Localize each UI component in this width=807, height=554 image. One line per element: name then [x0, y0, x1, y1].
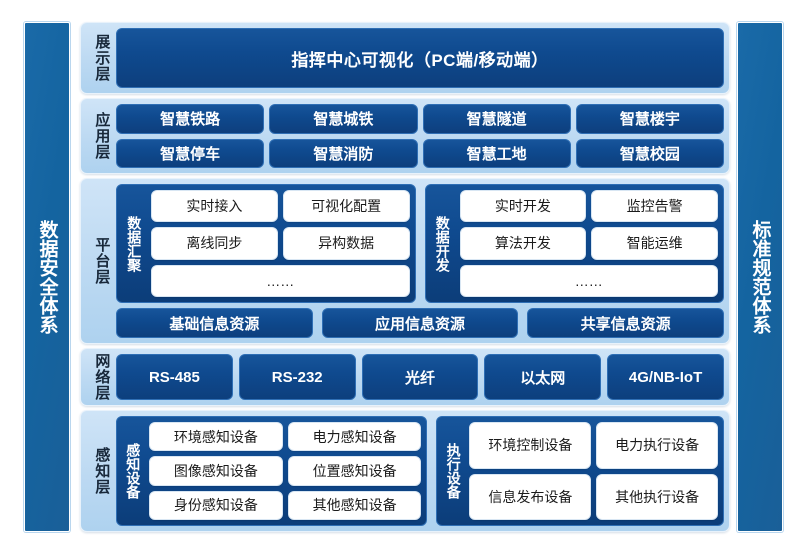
layer-label-network: 网络层 — [93, 353, 111, 401]
app-item-smart-parking[interactable]: 智慧停车 — [116, 138, 265, 168]
layer-label-display: 展示层 — [93, 34, 111, 82]
perception-cells-sensing: 环境感知设备 电力感知设备 图像感知设备 位置感知设备 身份感知设备 其他感知设… — [149, 422, 422, 520]
sensing-cell-image[interactable]: 图像感知设备 — [149, 456, 283, 486]
perception-cells-actuator: 环境控制设备 电力执行设备 信息发布设备 其他执行设备 — [469, 422, 718, 520]
perception-groups: 感知设备 环境感知设备 电力感知设备 图像感知设备 位置感知设备 身份感知设备 … — [116, 416, 724, 526]
right-pillar-standards: 标准规范体系 — [737, 22, 783, 532]
platform-resource-bars: 基础信息资源 应用信息资源 共享信息资源 — [116, 308, 725, 338]
network-item-4g-nbiot[interactable]: 4G/NB-IoT — [607, 354, 724, 400]
sensing-cell-other[interactable]: 其他感知设备 — [287, 490, 422, 520]
display-command-center-bar[interactable]: 指挥中心可视化（PC端/移动端） — [116, 28, 724, 88]
layer-body-display: 指挥中心可视化（PC端/移动端） — [116, 28, 724, 88]
left-pillar-label: 数据安全体系 — [36, 220, 58, 334]
platform-group-data-aggregation: 数据汇聚 实时接入 可视化配置 离线同步 异构数据 …… — [116, 184, 416, 303]
layer-perception: 感知层 感知设备 环境感知设备 电力感知设备 图像感知设备 位置感知设备 身份感… — [80, 410, 730, 532]
left-pillar-data-security: 数据安全体系 — [24, 22, 70, 532]
sensing-cell-location[interactable]: 位置感知设备 — [287, 456, 422, 486]
layer-platform: 平台层 数据汇聚 实时接入 可视化配置 离线同步 异构数据 …… — [80, 178, 730, 344]
perception-group-label-sensing: 感知设备 — [125, 443, 142, 499]
layer-body-application: 智慧铁路 智慧城铁 智慧隧道 智慧楼宇 智慧停车 智慧消防 智慧工地 智慧校园 — [116, 104, 724, 168]
platform-cell-realtime-ingest[interactable]: 实时接入 — [151, 190, 278, 223]
network-item-rs485[interactable]: RS-485 — [116, 354, 233, 400]
network-item-fiber[interactable]: 光纤 — [361, 354, 479, 400]
layer-network: 网络层 RS-485 RS-232 光纤 以太网 4G/NB-IoT — [80, 348, 730, 406]
sensing-cell-identity[interactable]: 身份感知设备 — [149, 490, 283, 520]
resource-bar-application-info[interactable]: 应用信息资源 — [321, 308, 519, 338]
platform-cell-more-aggregation[interactable]: …… — [151, 264, 410, 297]
platform-groups: 数据汇聚 实时接入 可视化配置 离线同步 异构数据 …… 数据开发 — [116, 184, 724, 303]
layer-application: 应用层 智慧铁路 智慧城铁 智慧隧道 智慧楼宇 智慧停车 智慧消防 智慧工地 智… — [80, 98, 730, 174]
app-item-smart-firefighting[interactable]: 智慧消防 — [269, 138, 418, 168]
app-item-smart-tunnel[interactable]: 智慧隧道 — [422, 104, 571, 134]
platform-cell-algorithm-development[interactable]: 算法开发 — [459, 227, 587, 260]
app-item-smart-railway[interactable]: 智慧铁路 — [116, 104, 265, 134]
perception-group-sensing-devices: 感知设备 环境感知设备 电力感知设备 图像感知设备 位置感知设备 身份感知设备 … — [116, 416, 428, 526]
platform-cell-offline-sync[interactable]: 离线同步 — [151, 227, 278, 260]
layer-display: 展示层 指挥中心可视化（PC端/移动端） — [80, 22, 730, 94]
perception-group-label-actuator: 执行设备 — [445, 443, 462, 499]
platform-cell-heterogeneous-data[interactable]: 异构数据 — [282, 227, 410, 260]
resource-bar-basic-info[interactable]: 基础信息资源 — [116, 308, 313, 338]
layer-body-network: RS-485 RS-232 光纤 以太网 4G/NB-IoT — [116, 354, 724, 400]
actuator-cell-other-execution[interactable]: 其他执行设备 — [596, 473, 718, 520]
network-items: RS-485 RS-232 光纤 以太网 4G/NB-IoT — [116, 354, 724, 400]
application-grid: 智慧铁路 智慧城铁 智慧隧道 智慧楼宇 智慧停车 智慧消防 智慧工地 智慧校园 — [116, 104, 724, 168]
actuator-cell-power-execution[interactable]: 电力执行设备 — [596, 422, 718, 469]
network-item-rs232[interactable]: RS-232 — [238, 354, 356, 400]
network-item-ethernet[interactable]: 以太网 — [484, 354, 602, 400]
platform-group-label-data-aggregation: 数据汇聚 — [126, 215, 143, 272]
sensing-cell-environment[interactable]: 环境感知设备 — [149, 422, 283, 452]
platform-cell-realtime-development[interactable]: 实时开发 — [459, 190, 587, 223]
layer-body-perception: 感知设备 环境感知设备 电力感知设备 图像感知设备 位置感知设备 身份感知设备 … — [116, 416, 724, 526]
layer-label-application: 应用层 — [93, 112, 111, 160]
sensing-cell-power[interactable]: 电力感知设备 — [287, 422, 422, 452]
perception-group-actuator-devices: 执行设备 环境控制设备 电力执行设备 信息发布设备 其他执行设备 — [436, 416, 724, 526]
platform-group-label-data-development: 数据开发 — [434, 215, 451, 272]
layer-stack: 展示层 指挥中心可视化（PC端/移动端） 应用层 智慧铁路 智慧城铁 智慧隧道 … — [80, 22, 730, 532]
platform-cells-data-development: 实时开发 监控告警 算法开发 智能运维 …… — [459, 190, 718, 297]
platform-cell-visual-config[interactable]: 可视化配置 — [282, 190, 410, 223]
layer-label-perception: 感知层 — [93, 447, 111, 495]
app-item-smart-building[interactable]: 智慧楼宇 — [575, 104, 724, 134]
app-item-smart-metro[interactable]: 智慧城铁 — [269, 104, 418, 134]
right-pillar-label: 标准规范体系 — [749, 220, 771, 334]
layer-label-platform: 平台层 — [93, 237, 111, 285]
platform-cell-intelligent-ops[interactable]: 智能运维 — [591, 227, 718, 260]
platform-cells-data-aggregation: 实时接入 可视化配置 离线同步 异构数据 …… — [151, 190, 410, 297]
actuator-cell-info-release[interactable]: 信息发布设备 — [469, 473, 592, 520]
resource-bar-shared-info[interactable]: 共享信息资源 — [527, 308, 725, 338]
app-item-smart-construction[interactable]: 智慧工地 — [422, 138, 571, 168]
platform-cell-more-development[interactable]: …… — [459, 264, 718, 297]
app-item-smart-campus[interactable]: 智慧校园 — [575, 138, 724, 168]
actuator-cell-environment-control[interactable]: 环境控制设备 — [469, 422, 592, 469]
layer-body-platform: 数据汇聚 实时接入 可视化配置 离线同步 异构数据 …… 数据开发 — [116, 184, 725, 338]
platform-group-data-development: 数据开发 实时开发 监控告警 算法开发 智能运维 …… — [424, 184, 724, 303]
platform-cell-monitoring-alarm[interactable]: 监控告警 — [591, 190, 718, 223]
